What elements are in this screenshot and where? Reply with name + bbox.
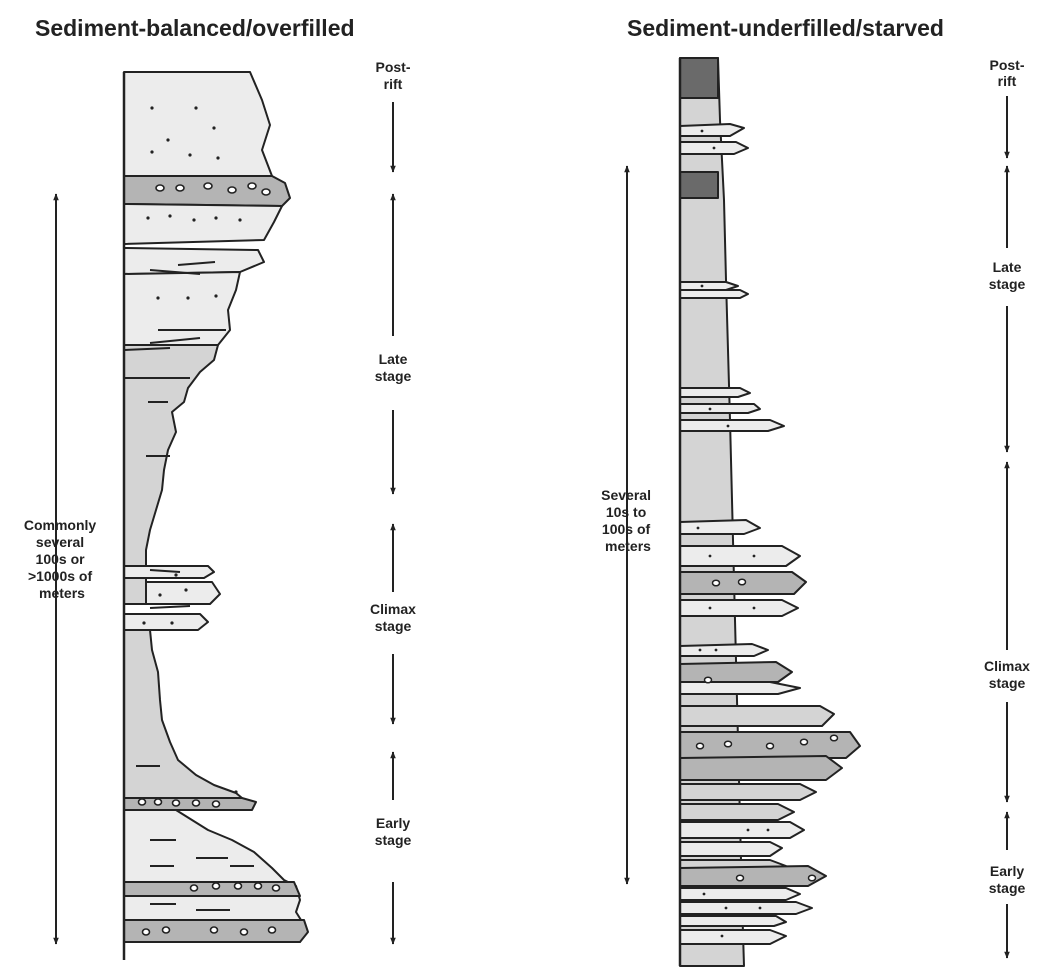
right-mudstone-bed: [680, 706, 834, 726]
left-postrift-sandstone: [124, 72, 272, 176]
left-sand-tongue: [124, 248, 264, 274]
left-stratigraphic-column: [124, 72, 308, 942]
left-thickness-label: Commonly several 100s or >1000s of meter…: [24, 517, 100, 601]
right-sand-tongue: [680, 682, 800, 694]
right-thickness-label: Several 10s to 100s of meters: [601, 487, 655, 554]
right-mudstone-bed: [680, 784, 816, 800]
right-stratigraphic-column: [680, 58, 860, 966]
right-sand-tongue: [680, 822, 804, 838]
right-conglomerate-bed: [680, 866, 826, 886]
right-panel-title: Sediment-underfilled/starved: [627, 15, 944, 41]
left-panel-title: Sediment-balanced/overfilled: [35, 15, 355, 41]
right-sand-tongue: [680, 404, 760, 413]
right-conglomerate-bed: [680, 662, 792, 682]
right-sand-tongue: [680, 902, 812, 914]
left-climax-sand-lens-3: [124, 614, 208, 630]
right-post-rift-label: Post-rift: [990, 57, 1025, 89]
right-sand-tongue: [680, 600, 798, 616]
right-dark-shale-top: [680, 58, 718, 98]
right-conglomerate-bed: [680, 756, 842, 780]
right-sand-tongue: [680, 916, 786, 926]
right-dark-shale-middle: [680, 172, 718, 198]
left-late-stage-sandstone: [124, 272, 240, 345]
right-sand-tongue: [680, 290, 748, 298]
right-sand-tongue: [680, 124, 744, 136]
right-sand-tongue: [680, 282, 738, 290]
left-post-rift-label: Post-rift: [376, 59, 411, 92]
right-mudstone-bed: [680, 804, 794, 820]
right-sand-tongue: [680, 420, 784, 431]
right-stage-post-rift: Post-rift: [990, 57, 1025, 158]
right-sand-tongue: [680, 930, 786, 944]
right-sand-tongue: [680, 520, 760, 534]
right-sand-tongue: [680, 388, 750, 397]
right-sand-tongue: [680, 842, 782, 856]
left-sandstone-bed-upper: [124, 204, 282, 244]
right-sand-tongue: [680, 888, 800, 900]
right-sand-tongue: [680, 546, 800, 566]
left-stage-post-rift: Post-rift: [376, 59, 411, 172]
right-sand-tongue: [680, 644, 768, 656]
